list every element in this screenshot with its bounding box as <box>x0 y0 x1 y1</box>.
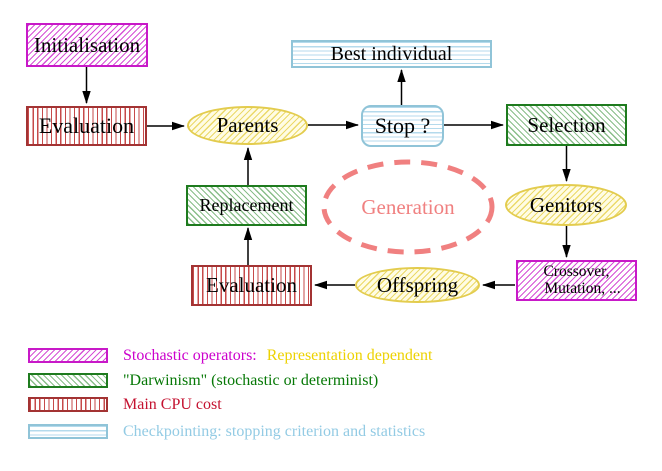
legend-label-checkpointing: Checkpointing: stopping criterion and st… <box>123 422 426 440</box>
legend-label-representation-dependent: Representation dependent <box>266 346 433 364</box>
node-crossover-mutation: Crossover, Mutation, ... <box>516 260 637 301</box>
node-parents: Parents <box>187 106 308 145</box>
legend-swatch-darwinism <box>28 373 108 388</box>
node-parents-label: Parents <box>216 113 279 138</box>
node-selection: Selection <box>506 104 627 146</box>
node-replacement-label: Replacement <box>199 195 294 216</box>
legend-label-stochastic: Stochastic operators: <box>123 346 257 364</box>
legend-row-stochastic: Stochastic operators: Representation dep… <box>28 347 432 364</box>
node-genitors-label: Genitors <box>529 192 603 217</box>
node-crossover-line2: Mutation, ... <box>544 279 621 297</box>
legend-label-cpu-cost: Main CPU cost <box>123 395 222 413</box>
node-stop: Stop ? <box>361 105 444 147</box>
node-stop-label: Stop ? <box>374 113 431 139</box>
node-replacement: Replacement <box>186 185 307 226</box>
legend-swatch-stochastic <box>28 348 108 363</box>
legend-swatch-checkpointing <box>28 424 108 439</box>
legend-label-darwinism: "Darwinism" (stochastic or determinist) <box>123 371 379 389</box>
node-evaluation-top: Evaluation <box>26 106 147 146</box>
node-genitors: Genitors <box>505 184 627 226</box>
node-crossover-line1: Crossover, <box>543 263 610 281</box>
node-evaluation-top-label: Evaluation <box>38 113 135 139</box>
node-selection-label: Selection <box>527 112 606 137</box>
node-generation-label: Generation <box>361 194 455 219</box>
node-best-individual: Best individual <box>291 40 492 68</box>
node-best-individual-label: Best individual <box>330 42 453 65</box>
node-offspring-label: Offspring <box>376 272 459 297</box>
node-evaluation-bottom-label: Evaluation <box>206 273 297 298</box>
node-generation: Generation <box>323 194 493 220</box>
node-initialisation-label: Initialisation <box>33 32 141 57</box>
node-initialisation: Initialisation <box>26 23 148 67</box>
generation-dashed-ellipse <box>321 159 495 255</box>
node-offspring: Offspring <box>355 267 480 303</box>
legend-row-checkpointing: Checkpointing: stopping criterion and st… <box>28 423 425 440</box>
legend-row-darwinism: "Darwinism" (stochastic or determinist) <box>28 372 378 389</box>
legend-swatch-cpu-cost <box>28 397 108 412</box>
legend-row-cpu-cost: Main CPU cost <box>28 396 222 413</box>
node-evaluation-bottom: Evaluation <box>191 265 312 306</box>
